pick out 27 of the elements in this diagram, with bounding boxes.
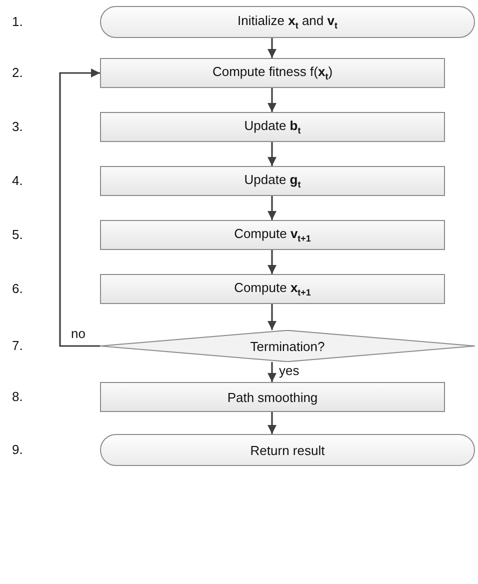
terminal-box: Initialize x$_{t}$ and v$_{t}$ xyxy=(100,6,475,38)
step-number: 5. xyxy=(12,227,23,242)
arrow xyxy=(268,142,276,166)
step-number: 9. xyxy=(12,442,23,457)
arrow xyxy=(268,362,276,382)
step-number: 7. xyxy=(12,338,23,353)
step-number: 3. xyxy=(12,119,23,134)
step-number: 8. xyxy=(12,389,23,404)
decision-diamond: Termination? xyxy=(100,330,475,362)
terminal-box: Return result xyxy=(100,434,475,466)
arrow xyxy=(268,38,276,58)
arrow xyxy=(268,412,276,434)
arrow xyxy=(268,88,276,112)
process-box: Compute x$_{t+1}$ xyxy=(100,274,445,304)
step-number: 6. xyxy=(12,281,23,296)
process-box: Update b$_{t}$ xyxy=(100,112,445,142)
process-box: Update g$_{t}$ xyxy=(100,166,445,196)
arrow xyxy=(59,68,100,347)
step-number: 2. xyxy=(12,65,23,80)
process-box: Path smoothing xyxy=(100,382,445,412)
arrow xyxy=(268,196,276,220)
step-number: 4. xyxy=(12,173,23,188)
arrow xyxy=(268,304,276,330)
process-box: Compute v$_{t+1}$ xyxy=(100,220,445,250)
step-number: 1. xyxy=(12,14,23,29)
arrow xyxy=(268,250,276,274)
process-box: Compute fitness f(x$_{t}$) xyxy=(100,58,445,88)
